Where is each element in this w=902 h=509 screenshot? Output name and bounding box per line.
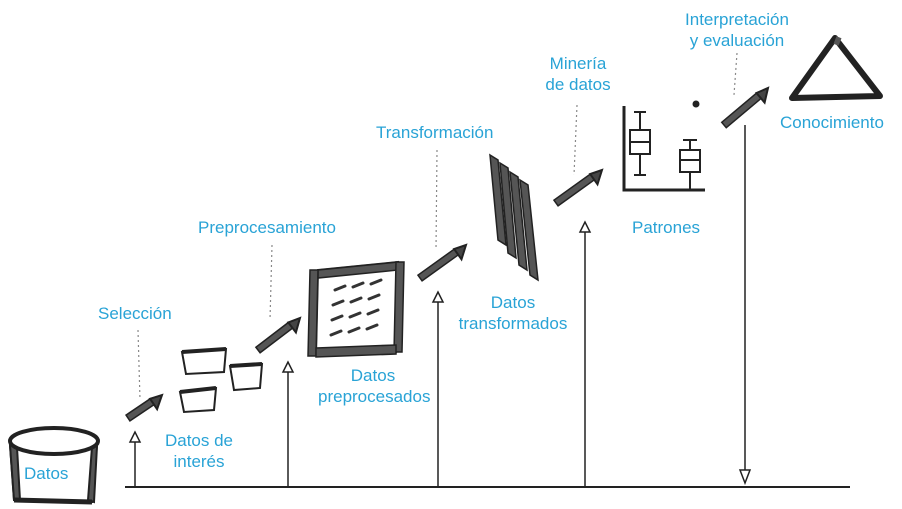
stage-arrows — [124, 86, 770, 422]
label-seleccion: Selección — [98, 304, 172, 323]
label-datos: Datos — [24, 464, 69, 483]
datos-transformados-sheets-icon — [489, 153, 539, 282]
label-mineria-de-datos: Minería de datos — [545, 54, 611, 94]
arrow-mineria-icon — [552, 168, 604, 207]
arrow-preprocesamiento-icon — [254, 316, 302, 354]
label-datos-transformados: Datos transformados — [458, 293, 568, 333]
arrow-seleccion-icon — [124, 393, 164, 422]
label-transformacion: Transformación — [376, 123, 494, 142]
datos-cylinder-icon — [8, 426, 100, 505]
label-patrones: Patrones — [632, 218, 701, 237]
label-preprocesamiento: Preprocesamiento — [198, 218, 336, 237]
label-datos-preprocesados: Datos preprocesados — [318, 366, 431, 406]
patrones-chart-icon — [622, 100, 705, 192]
label-conocimiento: Conocimiento — [780, 113, 884, 132]
dotted-guides — [137, 52, 738, 401]
arrow-transformacion-icon — [416, 243, 468, 282]
label-datos-de-interes: Datos de interés — [164, 431, 234, 471]
conocimiento-triangle-icon — [789, 35, 883, 101]
feedback-lines — [128, 125, 752, 487]
datos-de-interes-boxes-icon — [178, 347, 264, 414]
label-interpretacion-y-evaluacion: Interpretación y evaluación — [685, 10, 789, 50]
datos-preprocesados-grid-icon — [307, 260, 405, 358]
arrow-interpretacion-icon — [720, 86, 770, 129]
